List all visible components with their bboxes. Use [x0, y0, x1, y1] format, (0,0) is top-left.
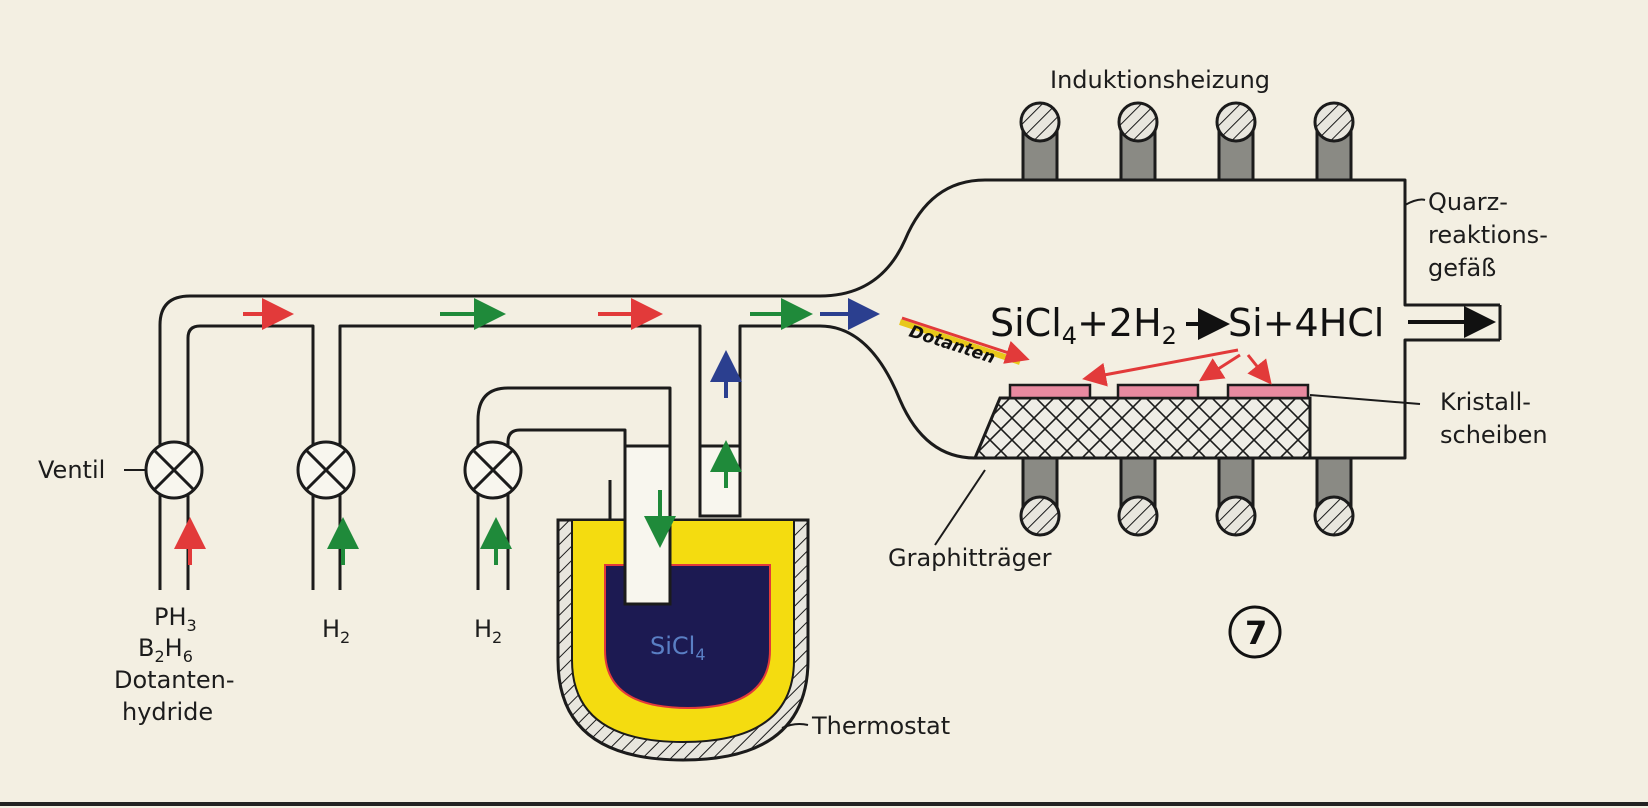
thermostat-leader	[781, 723, 809, 729]
coil-cross-section-icon	[1117, 101, 1159, 182]
figure-number-circle	[1228, 605, 1282, 659]
reaction-sub-2: 2	[1162, 322, 1177, 350]
sicl4-liquid-label: SiCl4	[650, 632, 706, 664]
reaction-sub-4a: 4	[1062, 322, 1077, 350]
quartz-label-line3: gefäß	[1428, 254, 1496, 282]
coil-cross-section-icon	[1215, 101, 1257, 182]
flow-arrow-icon	[1246, 354, 1272, 385]
inlet-1-line1: PH3	[154, 603, 197, 635]
reaction-rhs-a: Si	[1228, 301, 1263, 345]
reaction-equation-lhs: SiCl4+2H2	[990, 301, 1177, 350]
quartz-label-line2: reaktions-	[1428, 221, 1548, 249]
valve-3	[463, 440, 523, 500]
inlet-1-extra2: hydride	[122, 698, 213, 726]
crystal-wafers	[1008, 383, 1310, 400]
dotanten-arrow	[899, 316, 1030, 365]
crystal-label-line2: scheiben	[1440, 421, 1548, 449]
coil-cross-section-icon	[1019, 101, 1061, 182]
reaction-lhs-a: SiCl	[990, 301, 1062, 345]
inlet-3-label: H2	[474, 615, 502, 647]
thermostat-label: Thermostat	[811, 712, 950, 740]
coil-cross-section-icon	[1019, 456, 1061, 537]
deposition-arrows	[1082, 348, 1272, 387]
thermostat-vessel	[556, 444, 810, 762]
quartz-leader	[1404, 198, 1426, 206]
reaction-equation-rhs: Si+4HCl	[1228, 301, 1384, 345]
flow-arrow-icon	[1198, 353, 1241, 382]
valve-2	[296, 440, 356, 500]
crystal-leader	[1309, 394, 1421, 405]
crystal-label-line1: Kristall-	[1440, 388, 1531, 416]
valve-1	[144, 440, 204, 500]
graphite-carrier	[972, 396, 1312, 460]
quartz-label-line1: Quarz-	[1428, 188, 1508, 216]
dotanten-label: Dotanten	[906, 322, 997, 369]
flow-arrows	[174, 298, 880, 565]
inlet-1-extra1: Dotanten-	[114, 666, 235, 694]
ventil-label: Ventil	[38, 456, 105, 484]
coil-cross-section-icon	[1313, 456, 1355, 537]
reaction-lhs-b: +2H	[1077, 301, 1162, 345]
induction-label: Induktionsheizung	[1050, 66, 1270, 94]
graphite-label: Graphitträger	[888, 544, 1052, 572]
graphite-leader	[934, 469, 986, 546]
inlet-1-line2: B2H6	[138, 634, 193, 666]
coil-cross-section-icon	[1313, 101, 1355, 182]
figure-number: 7	[1245, 614, 1267, 652]
coil-cross-section-icon	[1215, 456, 1257, 537]
induction-coils-bottom	[1019, 456, 1355, 537]
reaction-rhs-b: +4HCl	[1263, 301, 1385, 345]
inlet-2-label: H2	[322, 615, 350, 647]
flow-arrow-icon	[1082, 348, 1239, 387]
induction-coils-top	[1019, 101, 1355, 182]
coil-cross-section-icon	[1117, 456, 1159, 537]
